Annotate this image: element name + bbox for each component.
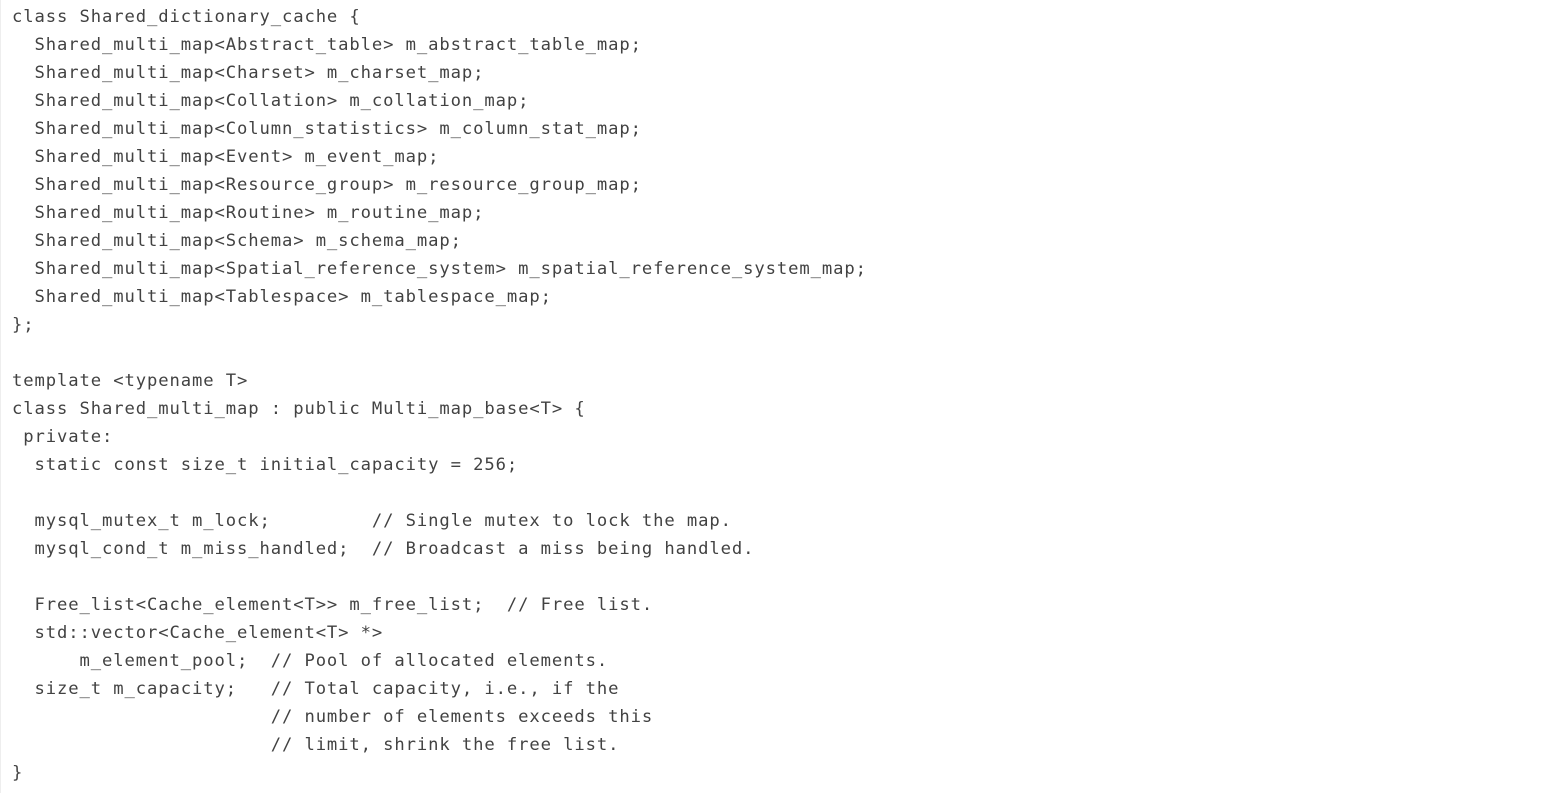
code-line: size_t m_capacity; // Total capacity, i.… [12, 679, 620, 699]
code-line [12, 563, 1552, 591]
code-line: Shared_multi_map<Resource_group> m_resou… [12, 175, 642, 195]
code-line: Free_list<Cache_element<T>> m_free_list;… [12, 595, 654, 615]
code-line: Shared_multi_map<Column_statistics> m_co… [12, 119, 642, 139]
code-line: template <typename T> [12, 371, 249, 391]
code-line: Shared_multi_map<Event> m_event_map; [12, 147, 440, 167]
code-line: // limit, shrink the free list. [12, 735, 620, 755]
code-line: std::vector<Cache_element<T> *> [12, 623, 384, 643]
code-line: }; [12, 315, 35, 335]
code-line: private: [12, 427, 114, 447]
code-line: mysql_cond_t m_miss_handled; // Broadcas… [12, 539, 755, 559]
code-line: Shared_multi_map<Spatial_reference_syste… [12, 259, 867, 279]
code-line: } [12, 763, 24, 783]
code-line: mysql_mutex_t m_lock; // Single mutex to… [12, 511, 732, 531]
code-line: m_element_pool; // Pool of allocated ele… [12, 651, 609, 671]
code-line: static const size_t initial_capacity = 2… [12, 455, 519, 475]
code-line: Shared_multi_map<Routine> m_routine_map; [12, 203, 485, 223]
code-line: Shared_multi_map<Collation> m_collation_… [12, 91, 530, 111]
code-line: class Shared_dictionary_cache { [12, 7, 361, 27]
code-line [12, 339, 1552, 367]
code-line [12, 479, 1552, 507]
code-line: Shared_multi_map<Abstract_table> m_abstr… [12, 35, 642, 55]
code-line: Shared_multi_map<Schema> m_schema_map; [12, 231, 462, 251]
code-line: class Shared_multi_map : public Multi_ma… [12, 399, 586, 419]
code-line: // number of elements exceeds this [12, 707, 654, 727]
code-line: Shared_multi_map<Charset> m_charset_map; [12, 63, 485, 83]
code-line: Shared_multi_map<Tablespace> m_tablespac… [12, 287, 552, 307]
